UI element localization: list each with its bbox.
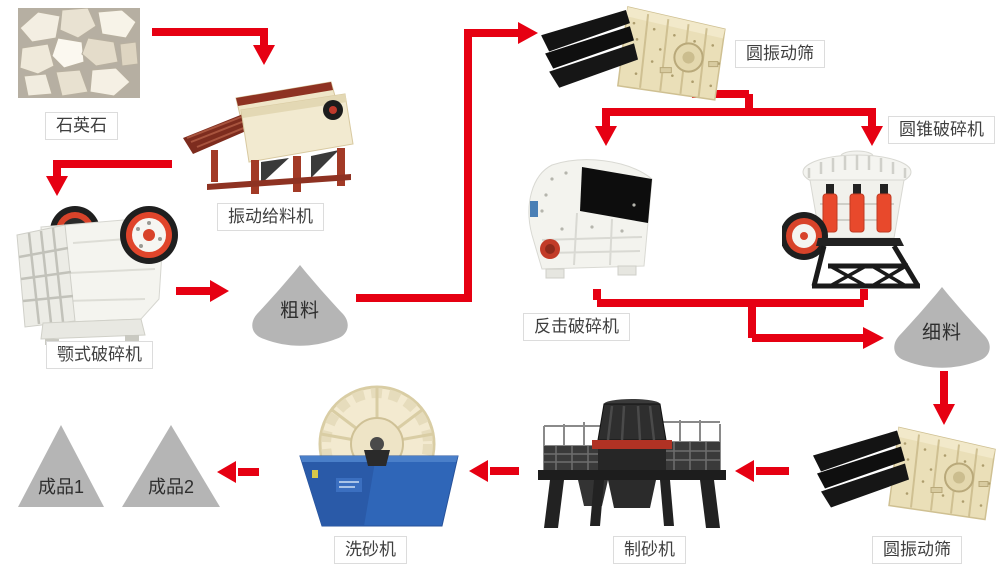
vibrating-feeder-illustration [183, 81, 354, 194]
label-cone-crusher-text: 圆锥破碎机 [899, 120, 984, 139]
cone-crusher-illustration [782, 150, 921, 289]
sand-washer-illustration [299, 385, 459, 527]
label-screen-top-text: 圆振动筛 [746, 44, 814, 63]
label-feeder-text: 振动给料机 [228, 207, 313, 226]
fine-material-pile: 细料 [886, 284, 998, 372]
vibrating-screen-bottom-illustration [813, 425, 1000, 528]
label-screen-bottom: 圆振动筛 [872, 536, 962, 564]
sand-maker-illustration [538, 399, 726, 528]
label-feeder: 振动给料机 [217, 203, 324, 231]
arrow-crushers-to-fine [593, 289, 868, 342]
arrow-heads [46, 22, 955, 483]
product-2-triangle: 成品2 [120, 423, 222, 509]
label-screen-top: 圆振动筛 [735, 40, 825, 68]
product-1-text: 成品1 [37, 476, 85, 497]
quartz-stone-photo [18, 8, 140, 98]
coarse-material-text: 粗料 [279, 300, 321, 322]
label-sand-maker: 制砂机 [613, 536, 686, 564]
arrow-feeder-to-jaw [53, 160, 172, 177]
label-impact-crusher: 反击破碎机 [523, 313, 630, 341]
product-2-text: 成品2 [147, 476, 195, 497]
arrow-quartz-to-feeder [152, 28, 268, 47]
label-jaw-crusher-text: 颚式破碎机 [57, 345, 142, 364]
label-sand-washer: 洗砂机 [334, 536, 407, 564]
arrow-lines [53, 28, 948, 476]
vibrating-screen-top-illustration [541, 5, 730, 108]
impact-crusher-illustration [528, 159, 653, 279]
coarse-material-pile: 粗料 [244, 262, 356, 350]
label-impact-crusher-text: 反击破碎机 [534, 317, 619, 336]
label-screen-bottom-text: 圆振动筛 [883, 540, 951, 559]
label-jaw-crusher: 颚式破碎机 [46, 341, 153, 369]
label-quartz-text: 石英石 [56, 116, 107, 135]
jaw-crusher-illustration [16, 206, 178, 345]
label-cone-crusher: 圆锥破碎机 [888, 116, 995, 144]
arrow-coarse-to-screen [356, 29, 520, 302]
label-sand-washer-text: 洗砂机 [345, 540, 396, 559]
product-1-triangle: 成品1 [16, 423, 106, 509]
arrow-screen-branch [602, 90, 876, 128]
fine-material-text: 细料 [921, 322, 963, 344]
label-quartz: 石英石 [45, 112, 118, 140]
label-sand-maker-text: 制砂机 [624, 540, 675, 559]
